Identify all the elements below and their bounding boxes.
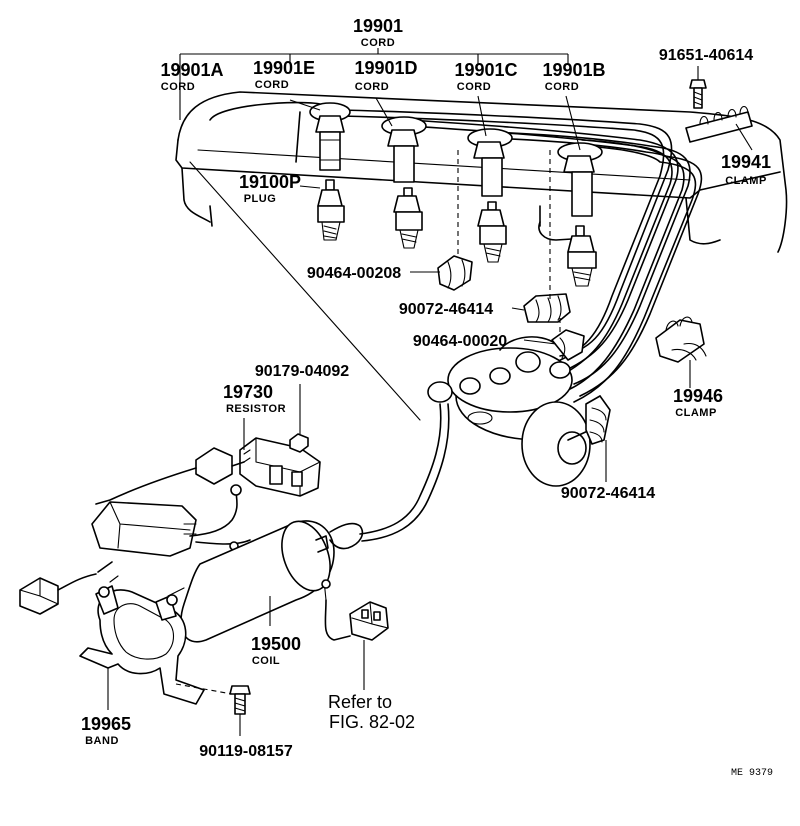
label-19946-num: 19946 [673,386,723,406]
cord-boot-1 [309,102,351,171]
nut-90179-shape [289,433,309,453]
label-19901-name: CORD [361,37,395,49]
label-19901d: 19901D CORD [354,58,417,93]
label-19901c-name: CORD [457,81,491,93]
clip-90464-00208-shape [437,255,473,291]
label-19500-name: COIL [252,655,280,667]
distributor [427,336,602,487]
reference-line2: FIG. 82-02 [329,712,415,732]
label-19901a-name: CORD [161,81,195,93]
reference-note: Refer to FIG. 82-02 [328,692,415,732]
label-19100p-num: 19100P [239,172,301,192]
spark-plug-1 [317,179,345,241]
label-19100p-name: PLUG [244,193,277,205]
label-19946-name: CLAMP [675,407,717,419]
clamp-19946-shape [655,316,707,363]
coil-19500-shape [180,520,364,643]
coil-connector [324,599,389,641]
label-90072-46414-a: 90072-46414 [399,301,493,318]
cord-boot-3 [467,128,513,197]
label-19100p: 19100P PLUG [239,172,301,205]
label-19901c-num: 19901C [454,60,517,80]
label-91651-40614: 91651-40614 [659,47,753,64]
figure-code: ME 9379 [731,768,773,779]
label-19730-num: 19730 [223,382,273,402]
label-19500: 19500 COIL [251,634,301,667]
label-90179-04092: 90179-04092 [255,363,349,380]
leader-lines [107,48,753,736]
bolt-91651-shape [689,79,707,109]
clamp-19941-shape [685,105,753,143]
label-19901b-name: CORD [545,81,579,93]
cord-boot-4 [557,142,603,217]
clip-90464-00020-shape [551,329,585,361]
label-19901a-num: 19901A [160,60,223,80]
label-90464-00208: 90464-00208 [307,265,401,282]
label-19941: 19941 CLAMP [721,152,771,187]
label-90072-46414-b: 90072-46414 [561,485,655,502]
label-19730-name: RESISTOR [226,403,286,415]
label-19730: 19730 RESISTOR [223,382,286,415]
label-19941-name: CLAMP [725,175,767,187]
label-19901b: 19901B CORD [542,60,605,93]
label-19941-num: 19941 [721,152,771,172]
label-19901a: 19901A CORD [160,60,223,93]
label-19901d-name: CORD [355,81,389,93]
clip-90072-46414-a-shape [523,293,571,323]
label-90464-00020: 90464-00020 [413,333,507,350]
bolt-90119-shape [229,685,251,715]
label-19965: 19965 BAND [81,714,131,747]
label-90119-08157: 90119-08157 [199,743,293,760]
label-19901d-num: 19901D [354,58,417,78]
spark-plug-4 [567,225,597,287]
band-19965-shape [79,575,205,705]
label-19946: 19946 CLAMP [673,386,723,419]
label-19901c: 19901C CORD [454,60,517,93]
cord-boot-2 [381,116,427,183]
label-19500-num: 19500 [251,634,301,654]
label-19901e-name: CORD [255,79,289,91]
label-19901: 19901 CORD [353,16,403,49]
label-19901-num: 19901 [353,16,403,36]
label-19901b-num: 19901B [542,60,605,80]
spark-plug-cords [339,109,703,542]
harness-left [19,447,251,615]
spark-plug-3 [477,201,507,263]
label-19965-num: 19965 [81,714,131,734]
reference-line1: Refer to [328,692,392,712]
spark-plug-2 [393,187,423,249]
clip-90072-46414-b-shape [585,395,611,445]
label-19965-name: BAND [85,735,119,747]
label-19901e-num: 19901E [253,58,315,78]
label-19901e: 19901E CORD [253,58,315,91]
